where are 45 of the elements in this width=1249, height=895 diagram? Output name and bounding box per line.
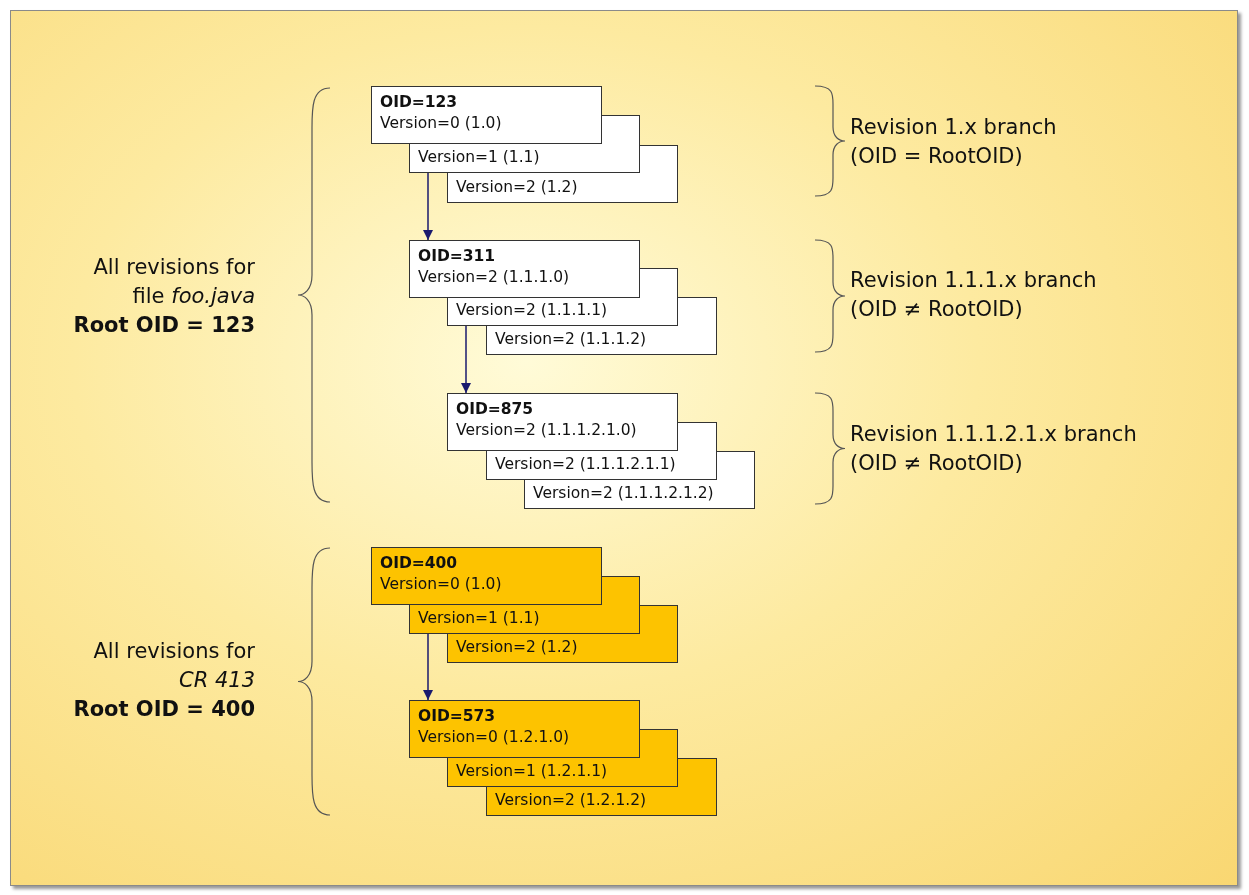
version-box xyxy=(409,240,640,298)
branch-label: Revision 1.x branch (OID = RootOID) xyxy=(850,114,1058,170)
version-box xyxy=(524,480,755,509)
oid-label: OID=875 xyxy=(456,399,534,420)
version-label: Version=2 (1.2) xyxy=(456,637,578,658)
version-label: Version=2 (1.1.1.2.1.0) xyxy=(456,420,637,441)
branch-label: Revision 1.1.1.2.1.x branch (OID ≠ RootOID) xyxy=(850,421,1138,477)
version-label: Version=1 (1.2.1.1) xyxy=(456,761,608,782)
version-label: Version=2 (1.1.1.0) xyxy=(418,267,570,288)
oid-label: OID=311 xyxy=(418,246,496,267)
group-label: All revisions for file foo.java xyxy=(92,254,255,310)
version-box xyxy=(447,298,678,326)
version-label: Version=0 (1.2.1.0) xyxy=(418,727,570,748)
version-label: Version=1 (1.1) xyxy=(418,608,540,629)
version-box xyxy=(447,634,678,663)
arrow xyxy=(460,325,472,394)
version-box xyxy=(447,173,678,203)
branch-label: Revision 1.1.1.x branch (OID ≠ RootOID) xyxy=(850,267,1098,323)
version-label: Version=0 (1.0) xyxy=(380,574,502,595)
version-box xyxy=(486,326,717,355)
oid-label: OID=400 xyxy=(380,553,458,574)
version-label: Version=0 (1.0) xyxy=(380,113,502,134)
root-oid-label: Root OID = 123 xyxy=(72,312,255,339)
version-label: Version=2 (1.1.1.2.1.2) xyxy=(533,483,714,504)
oid-label: OID=123 xyxy=(380,92,458,113)
version-box xyxy=(409,700,640,758)
version-box xyxy=(371,86,602,144)
version-box xyxy=(486,787,717,816)
version-box xyxy=(447,393,678,451)
version-box xyxy=(486,451,717,480)
version-label: Version=2 (1.2.1.2) xyxy=(495,790,647,811)
group-label: All revisions for CR 413 xyxy=(92,638,255,694)
version-label: Version=2 (1.1.1.2) xyxy=(495,329,647,350)
version-label: Version=1 (1.1) xyxy=(418,147,540,168)
version-label: Version=2 (1.1.1.1) xyxy=(456,300,608,321)
version-label: Version=2 (1.2) xyxy=(456,177,578,198)
oid-label: OID=573 xyxy=(418,706,496,727)
version-box xyxy=(409,144,640,173)
version-label: Version=2 (1.1.1.2.1.1) xyxy=(495,454,676,475)
version-box xyxy=(409,605,640,634)
root-oid-label: Root OID = 400 xyxy=(72,696,255,723)
arrow xyxy=(422,633,434,701)
version-box xyxy=(447,758,678,787)
arrow xyxy=(422,172,434,241)
version-box xyxy=(371,547,602,605)
